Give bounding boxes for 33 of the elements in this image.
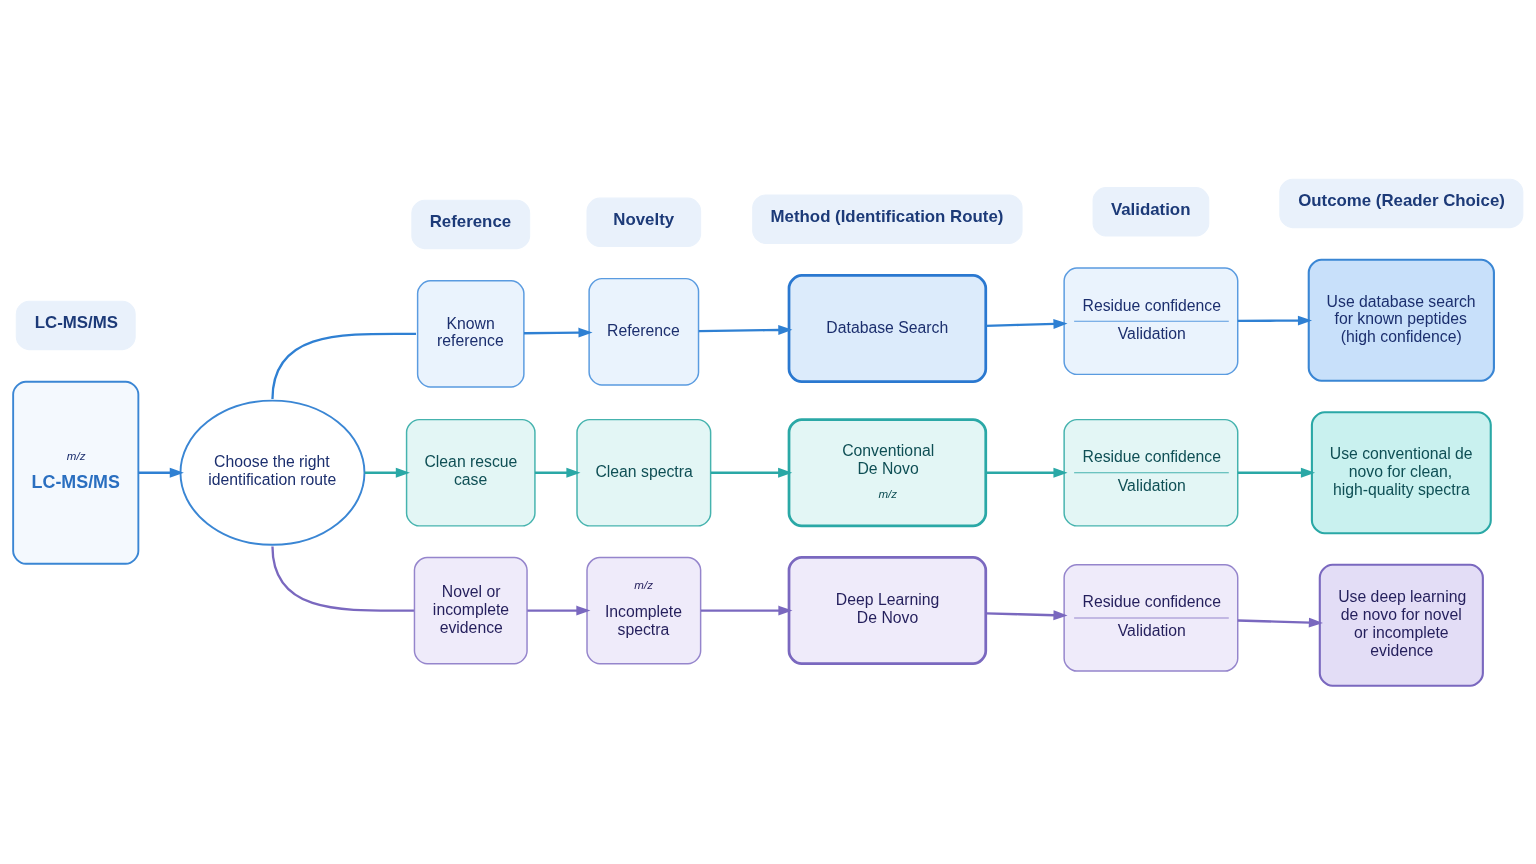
node-box: Residue confidence Validation: [1063, 418, 1239, 527]
node-box: Use deep learning de novo for novel or incomplete evidence: [1318, 563, 1484, 687]
node-box: Clean spectra: [576, 418, 712, 527]
arrow: [1237, 617, 1323, 628]
arrow: [698, 324, 793, 335]
node-box: Novel or incomplete evidence: [413, 556, 528, 664]
arrow: [985, 609, 1068, 620]
node-box: Residue confidence Validation: [1063, 563, 1239, 672]
arrow: [985, 467, 1068, 478]
arrow: [710, 467, 793, 478]
arrow: [364, 467, 410, 478]
arrow: [527, 605, 591, 615]
arrow: [985, 318, 1068, 329]
connector: [271, 545, 414, 612]
arrow: [1237, 315, 1313, 326]
node-box: Conventional De Novo m/z: [787, 417, 988, 527]
arrow: [535, 467, 581, 478]
node-box: Use conventional de novo for clean, high-quality spectra: [1310, 410, 1492, 534]
node-box: Database Search: [787, 273, 988, 383]
arrow: [524, 327, 593, 337]
node-box: m/z LC-MS/MS: [12, 380, 140, 565]
node-box: Known reference: [416, 279, 525, 388]
node-ellipse: Choose the right identification route: [179, 399, 366, 546]
node-box: Clean rescue case: [405, 418, 536, 527]
node-box: Use database search for known peptides (high confidence): [1307, 258, 1495, 382]
node-box: m/z Incomplete spectra: [586, 556, 702, 664]
arrow: [700, 605, 793, 615]
node-box: Residue confidence Validation: [1063, 266, 1239, 375]
arrow: [1237, 467, 1315, 478]
node-box: Reference: [588, 277, 700, 386]
connector: [271, 332, 417, 399]
arrow: [138, 467, 184, 478]
node-box: Deep Learning De Novo: [787, 555, 988, 665]
